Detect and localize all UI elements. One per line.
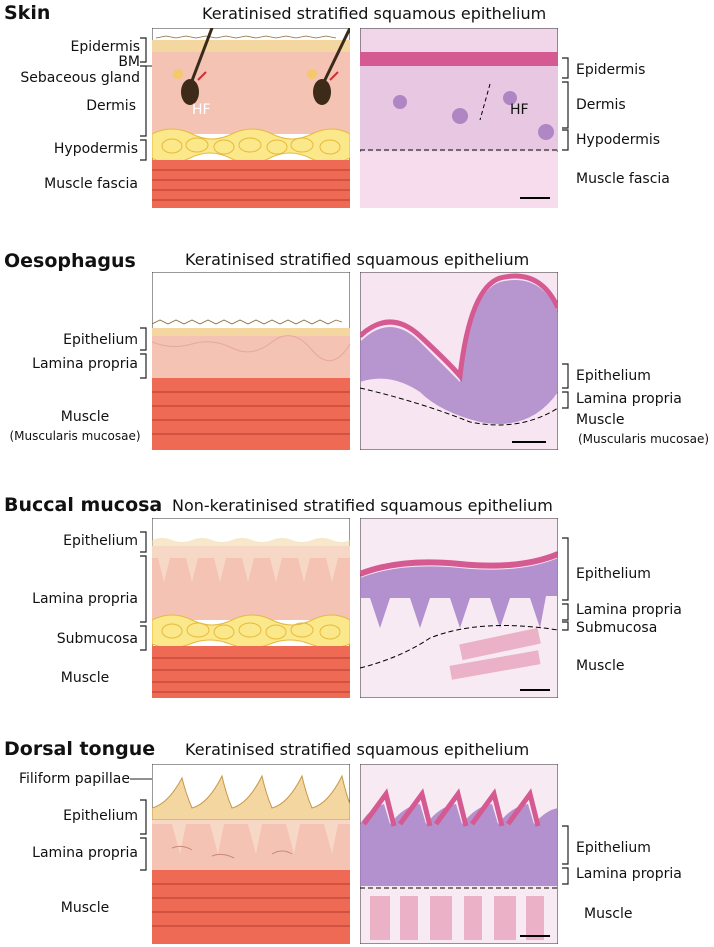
label-hypodermis: Hypodermis: [53, 141, 138, 157]
label-lamina-propria: Lamina propria: [32, 356, 138, 372]
panel-skin: Skin Keratinised stratified squamous epi…: [0, 0, 714, 215]
label-lamina-propria: Lamina propria: [32, 591, 138, 607]
inset-label-hf: HF: [192, 102, 211, 118]
label-bm: BM: [118, 54, 140, 70]
label-epidermis: Epidermis: [70, 39, 140, 55]
panel-title: Skin: [4, 2, 51, 24]
label-muscularis-mucosae: (Muscularis mucosae): [9, 429, 141, 443]
tongue-histology: [360, 764, 558, 944]
brackets-left-oesophagus: [140, 327, 147, 379]
histology-label-hf: HF: [510, 102, 529, 118]
brackets-right-tongue: [562, 825, 569, 885]
label-muscle: Muscle: [60, 900, 110, 916]
brackets-right-oesophagus: [562, 363, 569, 409]
label-epithelium: Epithelium: [63, 808, 138, 824]
oesophagus-schematic: [152, 272, 350, 450]
panel-title: Buccal mucosa: [4, 494, 163, 516]
right-label-lamina-propria: Lamina propria: [576, 866, 682, 882]
label-dermis: Dermis: [86, 98, 136, 114]
buccal-schematic: [152, 518, 350, 698]
right-label-lamina-propria: Lamina propria: [576, 391, 682, 407]
right-label-muscularis-mucosae: (Muscularis mucosae): [578, 432, 710, 446]
right-label-muscle: Muscle: [576, 658, 625, 674]
label-muscle: Muscle: [60, 670, 110, 686]
right-label-submucosa: Submucosa: [576, 620, 658, 636]
oesophagus-histology: [360, 272, 558, 450]
right-label-dermis: Dermis: [576, 97, 626, 113]
right-label-epithelium: Epithelium: [576, 368, 651, 384]
brackets-left-skin: [140, 37, 152, 161]
brackets-right-buccal: [562, 537, 569, 631]
brackets-left-tongue: [130, 778, 152, 871]
right-label-muscle: Muscle: [576, 412, 625, 428]
panel-subtitle: Keratinised stratified squamous epitheli…: [185, 250, 530, 269]
tongue-schematic: [152, 764, 350, 944]
panel-oesophagus: Oesophagus Keratinised stratified squamo…: [0, 246, 714, 456]
right-label-lamina-propria: Lamina propria: [576, 602, 682, 618]
label-lamina-propria: Lamina propria: [32, 845, 138, 861]
right-label-epithelium: Epithelium: [576, 566, 651, 582]
label-muscle: Muscle: [60, 409, 110, 425]
label-epithelium: Epithelium: [63, 332, 138, 348]
label-filiform-papillae: Filiform papillae: [18, 771, 130, 787]
panel-dorsal-tongue: Dorsal tongue Keratinised stratified squ…: [0, 734, 714, 947]
skin-schematic: [152, 28, 350, 208]
brackets-right-skin: [562, 57, 569, 151]
label-submucosa: Submucosa: [56, 631, 138, 647]
right-label-muscle: Muscle: [584, 906, 633, 922]
brackets-left-buccal: [140, 531, 147, 651]
label-muscle-fascia: Muscle fascia: [44, 176, 138, 192]
label-epithelium: Epithelium: [63, 533, 138, 549]
skin-histology: [360, 28, 558, 208]
panel-subtitle: Non-keratinised stratified squamous epit…: [172, 496, 553, 515]
panel-subtitle: Keratinised stratified squamous epitheli…: [202, 4, 547, 23]
buccal-histology: [360, 518, 558, 698]
panel-subtitle: Keratinised stratified squamous epitheli…: [185, 740, 530, 759]
right-label-muscle-fascia: Muscle fascia: [576, 171, 670, 187]
right-label-epithelium: Epithelium: [576, 840, 651, 856]
panel-title: Oesophagus: [4, 250, 136, 272]
label-sebaceous-gland: Sebaceous gland: [20, 70, 140, 86]
right-label-epidermis: Epidermis: [576, 62, 646, 78]
panel-buccal-mucosa: Buccal mucosa Non-keratinised stratified…: [0, 490, 714, 705]
panel-title: Dorsal tongue: [4, 738, 156, 760]
right-label-hypodermis: Hypodermis: [576, 132, 661, 148]
